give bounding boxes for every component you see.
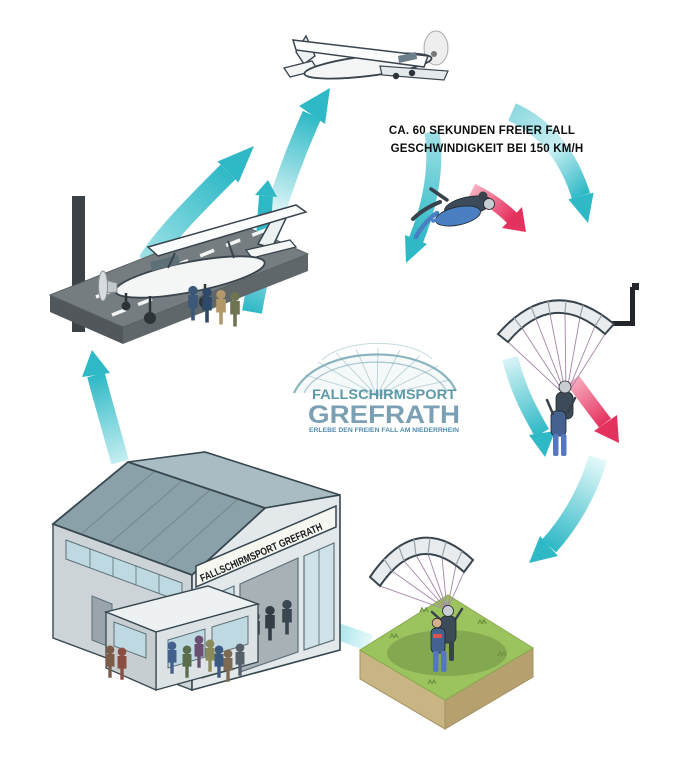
passenger-helmet [483,198,495,210]
logo-canopy-art [293,342,458,397]
instructor-helmet [442,605,454,617]
grass-tufts [389,606,507,685]
logo-text-top: FALLSCHIRMSPORT [312,386,456,402]
arrowhead-icon [568,192,594,223]
roof-seams [80,470,239,566]
arrow-plane-to-freefall [507,103,594,223]
instructor-helmet [558,380,572,394]
arrowhead-icon [529,431,555,457]
landing-canopy [368,536,475,588]
arrowhead-icon [255,180,277,197]
freefall-caption-line2: GESCHWINDIGKEIT BEI 150 KM/H [391,143,584,155]
left-window-mullions [89,549,160,593]
roof-main-slope [51,460,267,577]
landing-suspension-lines [379,553,465,611]
passenger-head [431,617,443,629]
arrowhead-icon [82,350,110,377]
hangar-building-illustration: FALLSCHIRMSPORT GREFRATH [51,451,341,692]
flying-plane-illustration [282,30,449,81]
logo-tagline: ERLEBE DEN FREIEN FALL AM NIEDERRHEIN [309,427,459,434]
arrow-hangar-to-runway [82,350,129,465]
landing-scene [359,536,534,730]
freefall-tandem-illustration [411,187,495,240]
landing-shadow [387,630,507,676]
freefall-caption: CA. 60 SEKUNDEN FREIER FALL GESCHWINDIGK… [389,125,584,155]
open-canopy-illustration [496,299,616,456]
building-sign-banner [195,504,337,589]
arrowhead-icon [529,536,558,563]
arrowhead-icon [594,415,619,443]
arrowhead-icon [502,207,526,232]
cockpit-window [398,52,417,63]
speed-arrow-canopy [566,375,619,443]
center-logo: FALLSCHIRMSPORT GREFRATH ERLEBE DEN FREI… [293,342,460,434]
propeller [98,270,108,302]
runway-side-right [123,254,308,344]
passenger-body [430,627,446,654]
landing-canopy-cells [383,537,463,572]
nose-wheel [121,301,131,311]
arrow-freefall-to-canopy [502,356,555,457]
freefall-caption-line1: CA. 60 SEKUNDEN FREIER FALL [389,125,575,137]
wing [146,204,308,257]
tailplane [244,239,298,259]
logo-text-main: GREFRATH [308,401,460,429]
left-wing [291,39,430,68]
canopy-tandem-pair [545,380,577,456]
arrowhead-icon [405,235,427,263]
arrowhead-icon [217,146,254,183]
frame-line-artifact [612,283,639,326]
landing-tandem-pair [430,605,464,672]
canopy [496,299,616,344]
runway-side-left [50,295,123,344]
harness-strap [433,634,442,638]
instructor-helmet [478,191,488,201]
arrowhead-icon [299,88,330,124]
runway-scene [48,204,310,344]
spinner [431,51,437,57]
canopy-cells [513,300,603,329]
main-wheel [144,312,156,324]
arrow-canopy-to-landing [529,455,608,563]
